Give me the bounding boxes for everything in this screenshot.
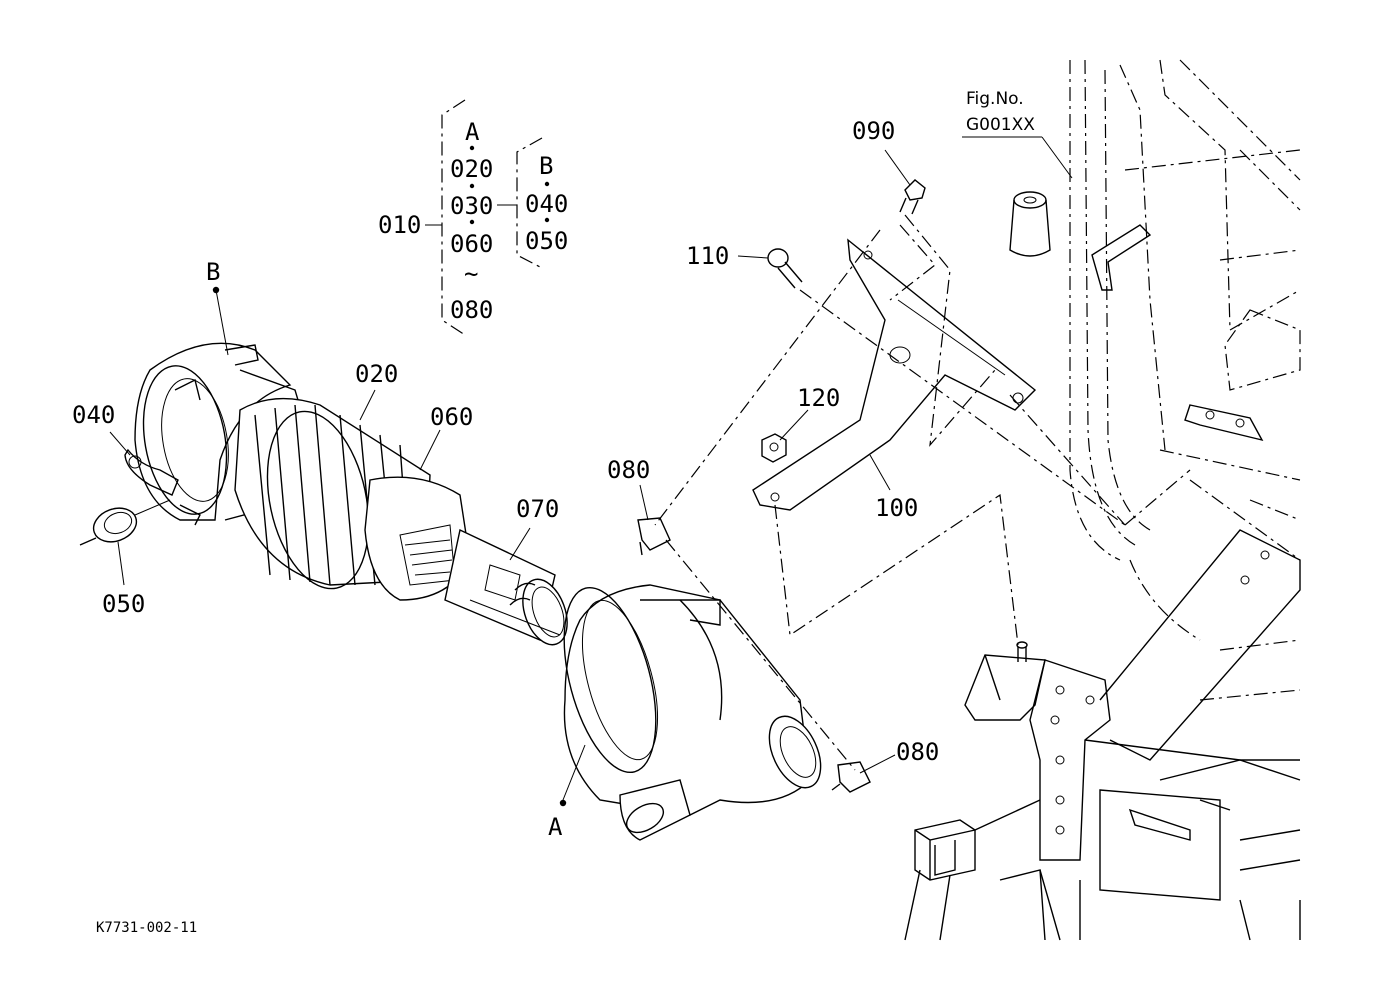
callout-labels: B 020 040 050 060 070 080 080 090 100 11… bbox=[72, 117, 939, 841]
fig-no-value: G001XX bbox=[966, 115, 1035, 135]
group-a-item: 060 bbox=[450, 230, 493, 258]
mounting-bracket bbox=[752, 238, 1037, 511]
label-080-lower: 080 bbox=[896, 738, 939, 766]
group-a-item: ~ bbox=[464, 260, 478, 288]
fig-no-label: Fig.No. bbox=[966, 89, 1024, 109]
bolt-110 bbox=[767, 248, 803, 289]
hose-clamp-lower bbox=[831, 761, 871, 793]
leader-lines bbox=[109, 149, 1191, 801]
group-a-item: 020 bbox=[450, 155, 493, 183]
label-070: 070 bbox=[516, 495, 559, 523]
main-filter-element bbox=[234, 397, 471, 601]
bolt-090 bbox=[899, 179, 926, 215]
label-080-upper: 080 bbox=[607, 456, 650, 484]
mounting-frame bbox=[904, 529, 1301, 941]
label-ref-b: B bbox=[206, 258, 220, 286]
hose-clamp-upper bbox=[637, 517, 671, 556]
group-a-item: 080 bbox=[450, 296, 493, 324]
label-060: 060 bbox=[430, 403, 473, 431]
label-ref-a: A bbox=[548, 813, 563, 841]
label-050: 050 bbox=[102, 590, 145, 618]
group-b-item: B bbox=[539, 152, 553, 180]
label-110: 110 bbox=[686, 242, 729, 270]
group-b-item: 050 bbox=[525, 227, 568, 255]
clamp-ring bbox=[124, 448, 179, 496]
label-020: 020 bbox=[355, 360, 398, 388]
label-090: 090 bbox=[852, 117, 895, 145]
figure-number: Fig.No. G001XX bbox=[962, 89, 1073, 179]
label-120: 120 bbox=[797, 384, 840, 412]
safety-element bbox=[444, 528, 568, 646]
air-cleaner-body bbox=[563, 584, 822, 841]
air-cleaner-cover bbox=[134, 342, 311, 526]
assembly-group-legend: 010 A 020 030 060 ~ 080 B 040 050 bbox=[378, 99, 568, 336]
group-a-item: 030 bbox=[450, 192, 493, 220]
group-b-bracket bbox=[516, 137, 543, 269]
drawing-code: K7731-002-11 bbox=[96, 920, 197, 936]
tractor-frame bbox=[1009, 59, 1301, 701]
nut-120 bbox=[761, 433, 787, 463]
group-a-item: A bbox=[465, 118, 480, 146]
group-a-bracket bbox=[441, 99, 466, 336]
group-b-item: 040 bbox=[525, 190, 568, 218]
label-040: 040 bbox=[72, 401, 115, 429]
label-100: 100 bbox=[875, 494, 918, 522]
group-parent-label: 010 bbox=[378, 211, 421, 239]
evacuator-valve bbox=[79, 507, 138, 546]
